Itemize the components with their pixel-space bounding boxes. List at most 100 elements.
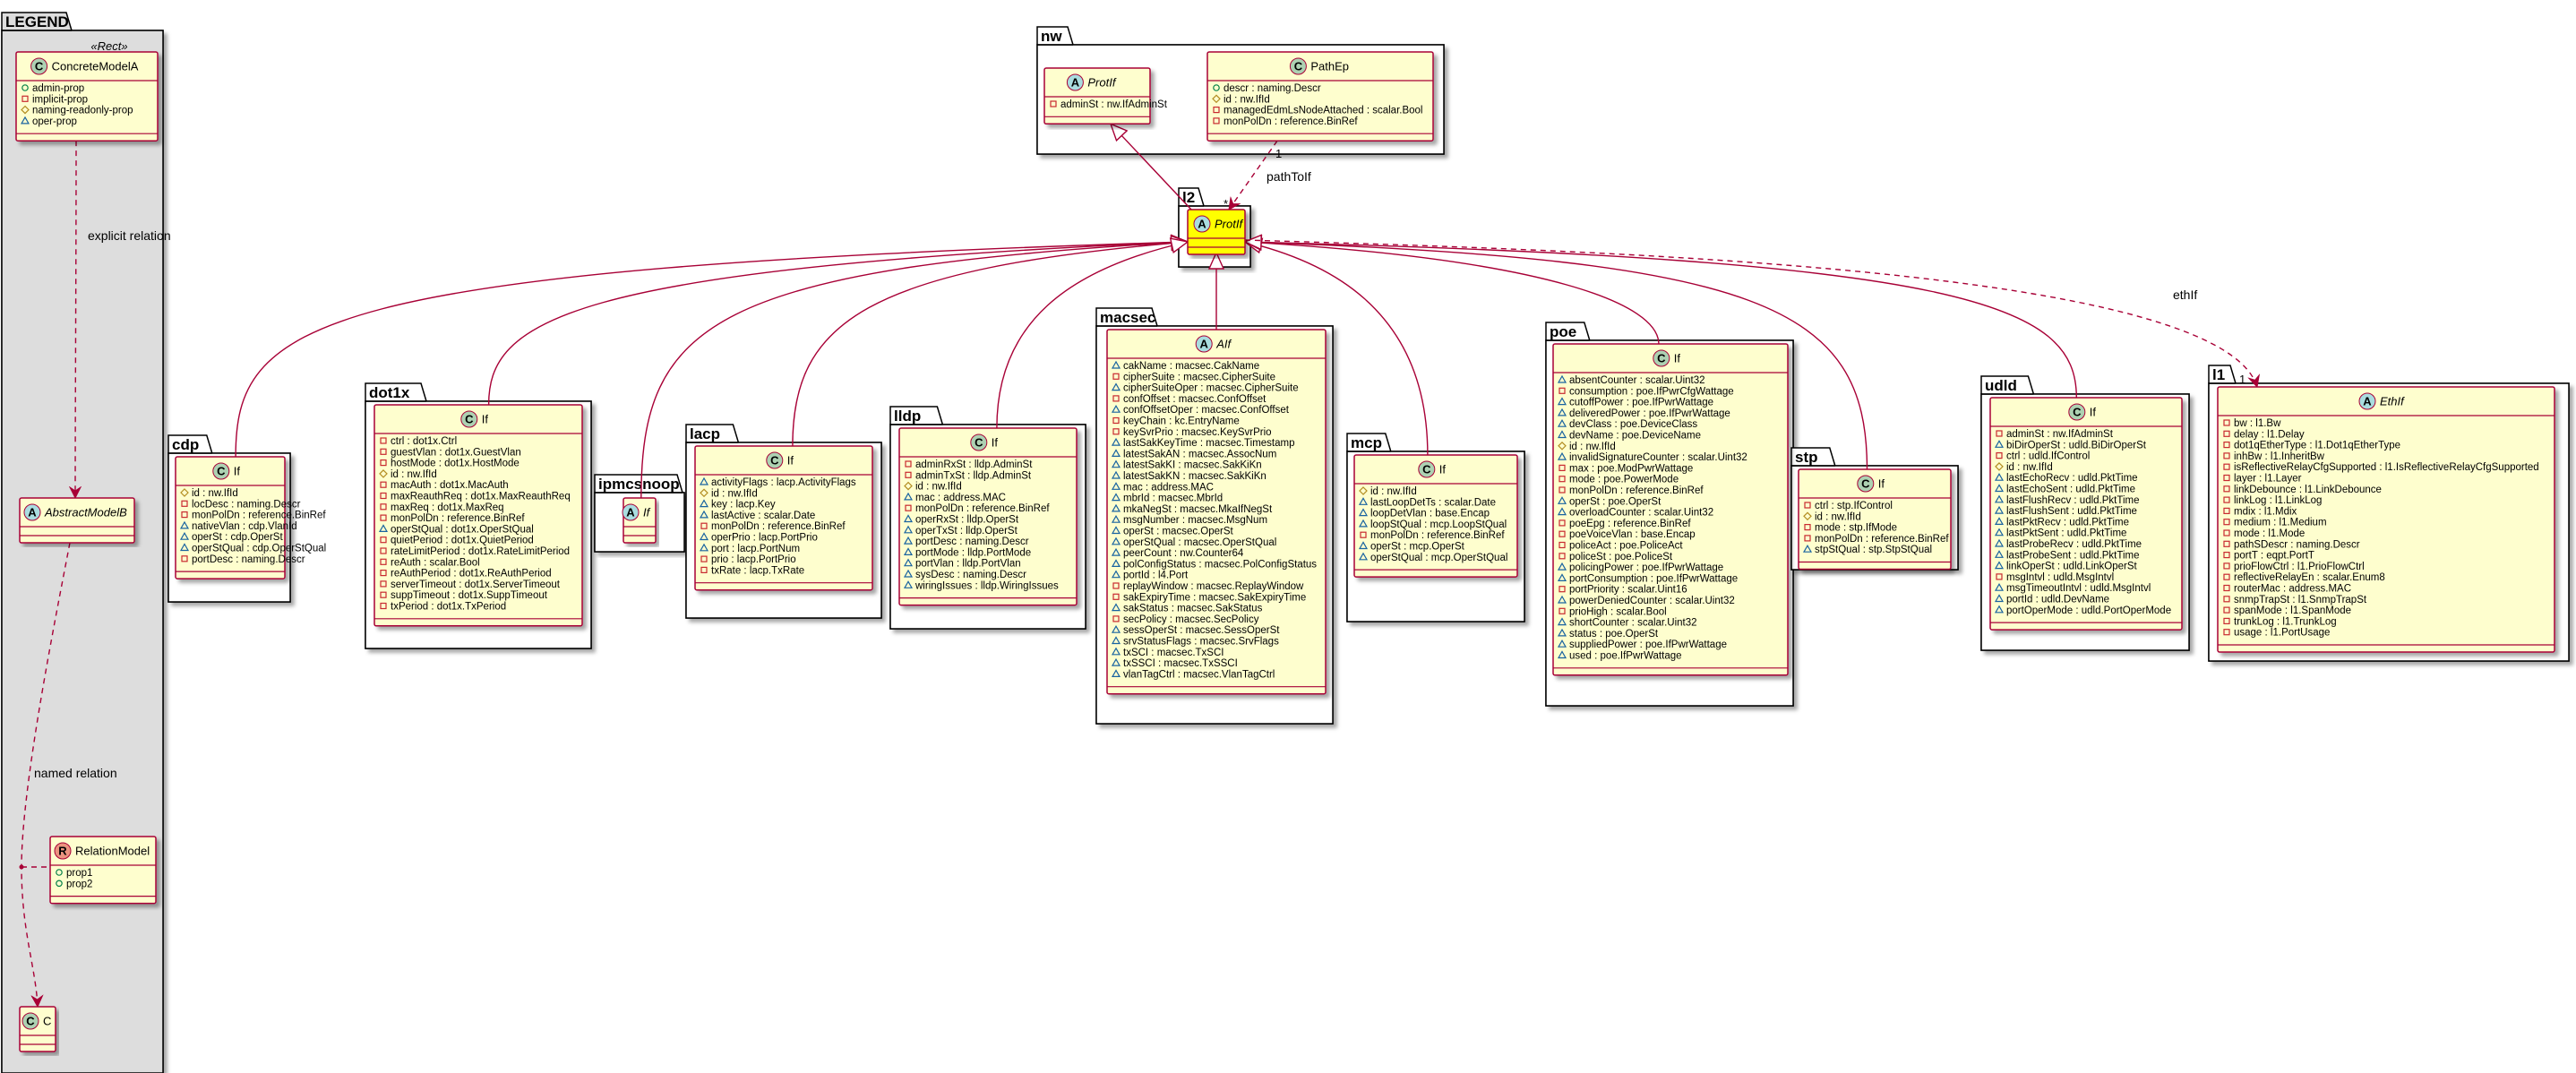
class-attribute: shortCounter : scalar.Uint32 (1557, 617, 1697, 629)
class-attribute: devName : poe.DeviceName (1557, 430, 1701, 442)
attribute-text: trunkLog : l1.TrunkLog (2234, 616, 2337, 627)
attribute-text: cakName : macsec.CakName (1123, 361, 1259, 372)
attribute-text: stpStQual : stp.StpStQual (1815, 545, 1932, 555)
attribute-text: mac : address.MAC (1123, 482, 1214, 493)
package-visibility-icon (1557, 397, 1567, 406)
attribute-text: id : nw.IfId (1569, 442, 1616, 452)
attribute-text: status : poe.OperSt (1569, 629, 1659, 640)
ethif-label: ethIf (2173, 288, 2197, 302)
public-visibility-icon (21, 84, 29, 91)
package-visibility-icon (1111, 503, 1121, 512)
generalization-line (1111, 124, 1192, 210)
attribute-text: lastSakKeyTime : macsec.Timestamp (1123, 438, 1295, 449)
class-name: If (2090, 406, 2097, 419)
class-attribute: portVlan : lldp.PortVlan (903, 558, 1021, 570)
cdp-generalization-line (235, 242, 1188, 458)
attribute-text: monPolDn : reference.BinRef (711, 521, 846, 532)
attribute-text: activityFlags : lacp.ActivityFlags (711, 477, 856, 488)
package-visibility-icon (1111, 514, 1121, 523)
legend-stereotype: «Rect» (90, 39, 127, 53)
package-visibility-icon (1111, 437, 1121, 446)
class-attribute: sysDesc : naming.Descr (903, 569, 1026, 580)
private-visibility-icon (2223, 474, 2230, 482)
package-visibility-icon (1111, 657, 1121, 666)
class-attribute: locDesc : naming.Descr (181, 499, 301, 510)
attribute-text: monPolDn : reference.BinRef (192, 511, 326, 521)
attribute-text: wiringIssues : lldp.WiringIssues (914, 580, 1059, 591)
class-attribute: id : nw.IfId (1558, 442, 1616, 452)
class-attribute: msgIntvl : udld.MsgIntvl (1996, 572, 2114, 583)
class-attribute: layer : l1.Layer (2223, 474, 2302, 485)
svg-text:A: A (1071, 76, 1080, 90)
private-visibility-icon (380, 437, 387, 444)
package-visibility-icon (179, 531, 190, 540)
attribute-text: managedEdmLsNodeAttached : scalar.Bool (1224, 106, 1422, 116)
attribute-text: confOffsetOper : macsec.ConfOffset (1123, 405, 1290, 416)
private-visibility-icon (2223, 551, 2230, 559)
attribute-text: id : nw.IfId (192, 488, 238, 499)
class-attribute: lastPktRecv : udld.PktTime (1994, 517, 2129, 528)
class-attribute: cakName : macsec.CakName (1111, 360, 1259, 372)
class-attribute: prioHigh : scalar.Bool (1558, 606, 1667, 617)
private-visibility-icon (380, 448, 387, 455)
attribute-text: id : nw.IfId (2006, 462, 2053, 473)
class-attribute: reflectiveRelayEn : scalar.Enum8 (2223, 572, 2385, 583)
private-visibility-icon (1050, 100, 1057, 107)
attribute-text: portVlan : lldp.PortVlan (915, 559, 1021, 570)
class-attribute: dot1qEtherType : l1.Dot1qEtherType (2223, 441, 2400, 451)
attribute-text: serverTimeout : dot1x.ServerTimeout (391, 579, 561, 590)
private-visibility-icon (380, 459, 387, 467)
attribute-text: nativeVlan : cdp.VlanId (192, 521, 297, 532)
package-title: cdp (172, 436, 199, 453)
class-attribute: mode : stp.IfMode (1804, 523, 1897, 534)
attribute-text: dot1qEtherType : l1.Dot1qEtherType (2234, 441, 2400, 451)
class-attribute: polConfigStatus : macsec.PolConfigStatus (1111, 559, 1317, 570)
class-attribute: linkOperSt : udld.LinkOperSt (1994, 561, 2138, 572)
class-attribute: medium : l1.Medium (2223, 518, 2327, 528)
package-title: macsec (1100, 309, 1155, 326)
private-visibility-icon (1996, 430, 2003, 437)
private-visibility-icon (1360, 531, 1367, 538)
package-visibility-icon (1994, 517, 2005, 525)
class-attribute: usage : l1.PortUsage (2223, 628, 2330, 639)
class-attribute: linkLog : l1.LinkLog (2223, 495, 2322, 506)
lacp-generalization-line (792, 242, 1188, 447)
private-visibility-icon (1558, 530, 1566, 537)
attribute-text: rateLimitPeriod : dot1x.RateLimitPeriod (391, 546, 570, 557)
attribute-text: mbrId : macsec.MbrId (1123, 494, 1223, 504)
public-visibility-icon (56, 880, 63, 888)
private-visibility-icon (2223, 507, 2230, 515)
attribute-text: consumption : poe.IfPwrCfgWattage (1569, 386, 1734, 397)
attribute-text: lastPktSent : udld.PktTime (2006, 528, 2126, 539)
package-visibility-icon (1111, 482, 1121, 490)
attribute-text: id : nw.IfId (1224, 94, 1270, 105)
class-badge-icon: C (460, 410, 478, 428)
class-attribute: ctrl : udld.IfControl (1996, 451, 2090, 462)
class-attribute: confOffsetOper : macsec.ConfOffset (1111, 404, 1290, 416)
class-attribute: monPolDn : reference.BinRef (1804, 534, 1949, 545)
svg-text:C: C (1657, 352, 1666, 365)
svg-text:A: A (28, 506, 37, 519)
class-attribute: ctrl : dot1x.Ctrl (380, 436, 457, 447)
class-attribute: adminSt : nw.IfAdminSt (1050, 99, 1168, 110)
attribute-text: prop1 (66, 868, 92, 879)
class-name: If (234, 465, 241, 478)
